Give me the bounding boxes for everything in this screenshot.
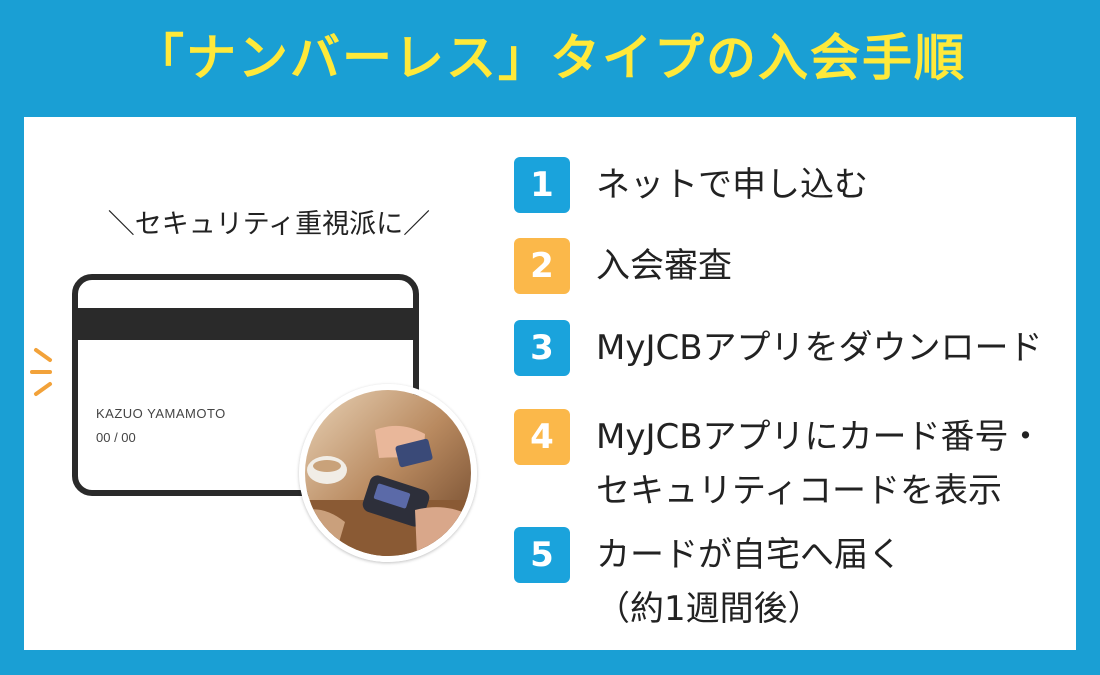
step-number-badge: 3 [514, 320, 570, 376]
magnetic-stripe [78, 308, 413, 340]
step-label: MyJCBアプリをダウンロード [596, 328, 1043, 368]
page-title: 「ナンバーレス」タイプの入会手順 [134, 29, 966, 87]
card-holder-name: KAZUO YAMAMOTO [96, 406, 226, 421]
step-number-badge: 4 [514, 409, 570, 465]
step-label-line-1: MyJCBアプリにカード番号・ [596, 417, 1043, 457]
tagline: ＼セキュリティ重視派に／ [107, 209, 431, 240]
content-panel: ＼セキュリティ重視派に／ KAZUO YAMAMOTO 00 / 00 [24, 117, 1076, 650]
step-number-badge: 5 [514, 527, 570, 583]
step-label: ネットで申し込む [596, 165, 868, 205]
card-expiry: 00 / 00 [96, 430, 136, 445]
step-number-badge: 2 [514, 238, 570, 294]
step-label-line-1: カードが自宅へ届く [596, 535, 902, 575]
step-label: 入会審査 [596, 246, 732, 286]
step-number-badge: 1 [514, 157, 570, 213]
contactless-payment-photo [299, 384, 477, 562]
step-label-line-2: （約1週間後） [596, 589, 822, 629]
step-label-line-2: セキュリティコードを表示 [596, 471, 1002, 511]
sparkle-icon [30, 348, 52, 396]
